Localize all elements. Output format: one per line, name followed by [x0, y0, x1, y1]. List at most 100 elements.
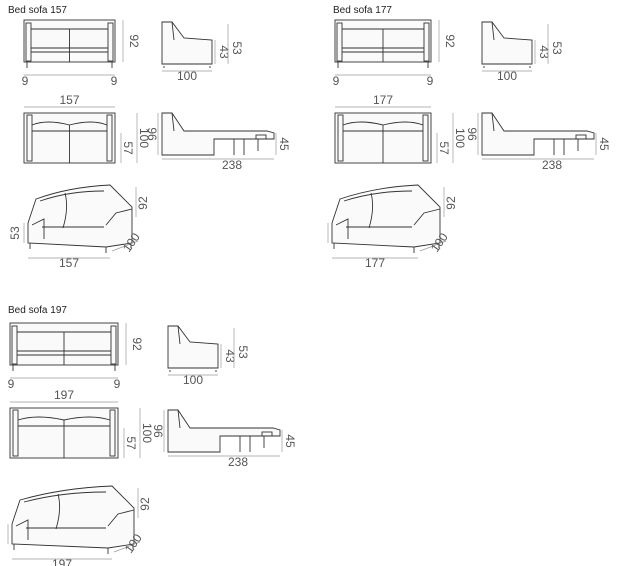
pillow: [261, 431, 273, 437]
front-view: 92 9 9: [22, 19, 141, 88]
right-arm: [109, 409, 116, 457]
backrest-line: [491, 21, 495, 41]
dim-height-label: 96: [151, 424, 165, 438]
dim-seat-height-label: 43: [223, 349, 237, 363]
dim-width-label: 177: [365, 256, 385, 270]
backrest-line: [171, 112, 175, 132]
sofa-body: [27, 184, 133, 248]
cushion-split: [368, 192, 374, 229]
open-bed-view: 96 238 45: [151, 409, 297, 469]
right-arm: [106, 114, 113, 162]
cushion-split: [55, 493, 61, 530]
dim-length-label: 238: [228, 455, 248, 469]
open-bed-outline: [481, 112, 595, 156]
back-top-curve: [23, 491, 107, 503]
dim-leg-left-label: 9: [8, 377, 15, 391]
block-title-177: Bed sofa 177: [333, 5, 392, 16]
side-outline: [481, 21, 533, 65]
dim-depth-label: 100: [177, 69, 197, 83]
front-view: 92 9 9: [333, 19, 457, 88]
right-arm: [110, 325, 117, 365]
left-arm: [26, 114, 33, 162]
dim-depth-label: 100: [497, 69, 517, 83]
left-arm: [335, 218, 349, 239]
left-arm: [336, 22, 343, 62]
left-arm: [337, 114, 344, 162]
right-arm: [107, 22, 114, 62]
dim-height-label: 92: [127, 34, 141, 48]
dim-arm-height-label: 53: [236, 345, 250, 359]
dim-width-label: 197: [54, 388, 74, 402]
dim-depth-b-label: 100: [137, 128, 151, 148]
backrest-line: [177, 409, 181, 429]
dim-width-label: 177: [373, 93, 393, 107]
open-bed-view: 96 238 45: [145, 112, 291, 172]
dim-seat-height-label: 43: [537, 45, 551, 59]
backrest-line: [171, 21, 175, 41]
dim-width-label: 157: [59, 256, 79, 270]
dim-depth-a-label: 57: [121, 141, 135, 155]
open-bed-outline: [167, 409, 281, 453]
dim-seat-height-label: 43: [217, 45, 231, 59]
back-top-curve: [39, 190, 105, 202]
left-arm: [11, 325, 18, 365]
dim-leg-left-label: 9: [333, 74, 340, 88]
dim-depth-line: [419, 240, 447, 252]
left-arm: [15, 519, 29, 540]
dim-mattress-label: 45: [597, 137, 611, 151]
dim-depth-a-label: 57: [437, 141, 451, 155]
dim-depth-b-label: 100: [453, 128, 467, 148]
block-title-157: Bed sofa 157: [8, 5, 67, 16]
dim-depth-a-label: 57: [124, 436, 138, 450]
dim-leg-right-label: 9: [111, 74, 118, 88]
dim-height-label: 96: [465, 127, 479, 141]
dim-height-label: 92: [444, 196, 458, 210]
dim-height-label: 92: [136, 196, 150, 210]
dim-depth-line: [111, 240, 139, 252]
dim-arm-height-label: 53: [550, 41, 564, 55]
open-bed-view: 96 238 45: [465, 112, 611, 172]
back-top-curve: [343, 190, 413, 202]
dim-height-label: 92: [130, 337, 144, 351]
side-outline: [167, 325, 219, 369]
side-outline: [161, 21, 213, 65]
left-arm: [25, 22, 32, 62]
right-arm: [413, 208, 441, 226]
dim-height-label: 92: [138, 497, 152, 511]
dim-mattress-label: 45: [283, 434, 297, 448]
pillow: [255, 134, 267, 140]
dim-length-label: 238: [542, 158, 562, 172]
dim-width-label: 197: [52, 557, 72, 566]
dim-width-label: 157: [59, 93, 79, 107]
dim-height-label: 96: [145, 127, 159, 141]
sofa-body: [331, 184, 441, 248]
dim-height-label: 92: [443, 34, 457, 48]
dim-mattress-label: 45: [277, 137, 291, 151]
dim-arm-height-label: 53: [8, 226, 22, 240]
right-arm: [422, 114, 429, 162]
right-arm: [423, 22, 430, 62]
right-arm: [105, 208, 133, 226]
dim-leg-right-label: 9: [114, 377, 121, 391]
dim-arm-height-label: 53: [230, 41, 244, 55]
dim-leg-left-label: 9: [22, 74, 29, 88]
open-bed-outline: [161, 112, 275, 156]
front-view: 92 9 9: [8, 322, 144, 391]
cushion-split: [62, 192, 68, 229]
dim-length-label: 238: [222, 158, 242, 172]
backrest-line: [177, 325, 181, 345]
left-arm: [31, 218, 45, 239]
dim-depth-b-label: 100: [140, 423, 154, 443]
dim-leg-right-label: 9: [427, 74, 434, 88]
dim-depth-label: 100: [183, 373, 203, 387]
